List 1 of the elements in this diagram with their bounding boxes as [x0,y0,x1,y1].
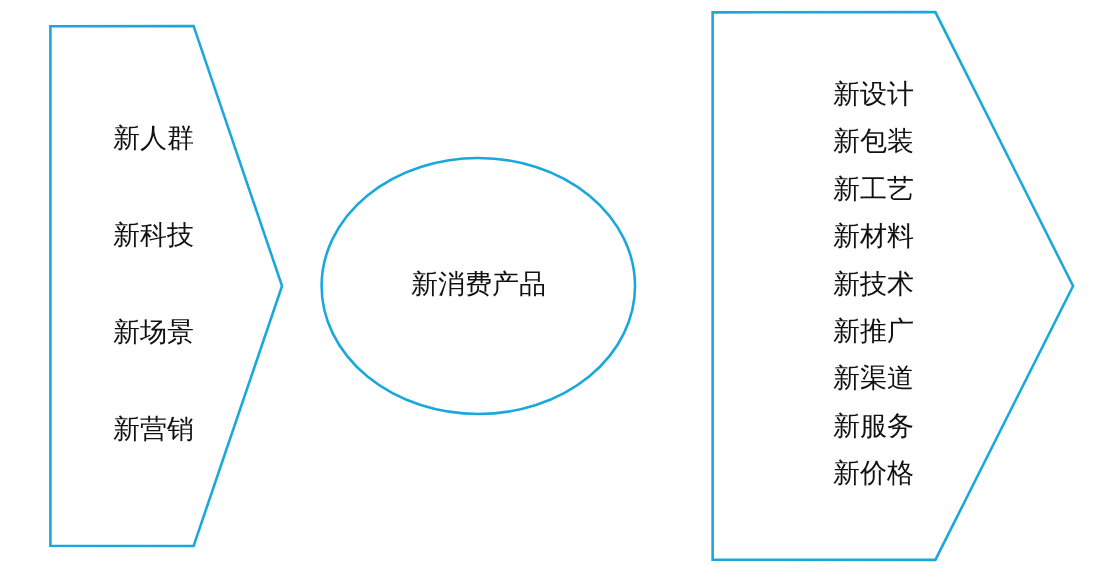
node-ellipse: 新消费产品 [320,156,637,416]
